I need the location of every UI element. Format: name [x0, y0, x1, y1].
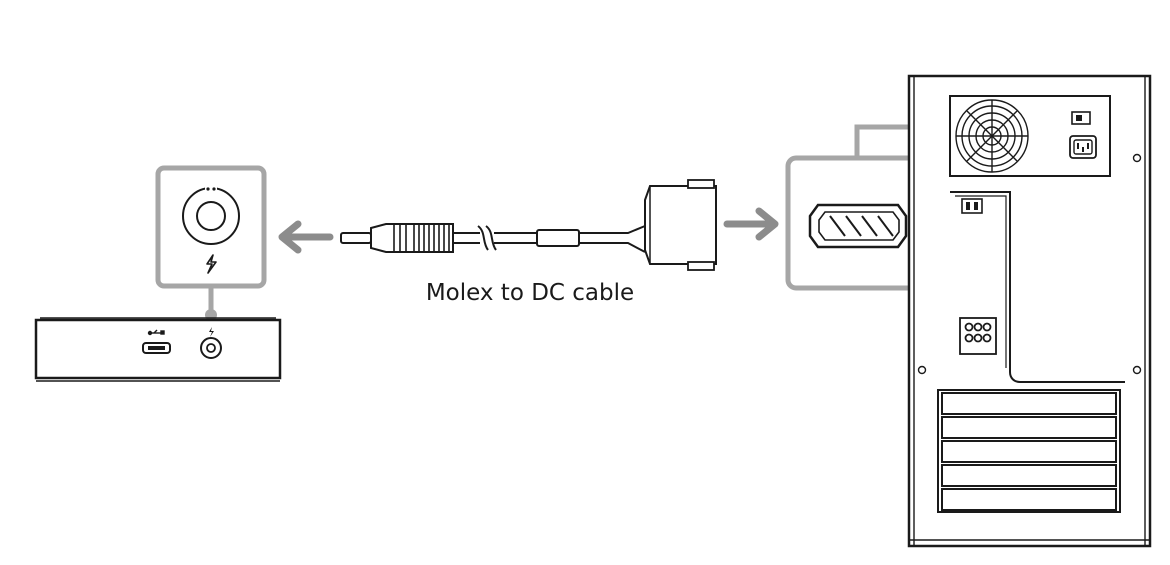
cable-caption: Molex to DC cable	[425, 280, 635, 306]
usb-icon	[147, 329, 165, 336]
arrow-right	[723, 207, 779, 241]
arrow-left	[278, 220, 334, 254]
dc-plug-body	[370, 223, 454, 253]
psu-fan	[955, 99, 1029, 173]
power-switch	[1071, 111, 1091, 125]
molex-socket	[808, 203, 908, 249]
molex-plug	[644, 185, 717, 265]
device-box	[34, 317, 282, 382]
expansion-slots	[937, 389, 1121, 513]
io-panel	[950, 191, 1125, 383]
micro-usb-port	[142, 342, 171, 354]
power-inlet	[1069, 135, 1097, 159]
molex-to-dc-cable	[340, 179, 717, 271]
power-supply	[949, 95, 1111, 177]
lightning-icon	[206, 254, 217, 274]
dc-plug-tip	[340, 232, 372, 244]
dc-jack-enlarged	[182, 187, 240, 245]
dc-jack	[200, 337, 222, 359]
device-callout	[155, 165, 267, 321]
pc-tower	[907, 74, 1152, 548]
lightning-icon-small	[209, 327, 214, 337]
